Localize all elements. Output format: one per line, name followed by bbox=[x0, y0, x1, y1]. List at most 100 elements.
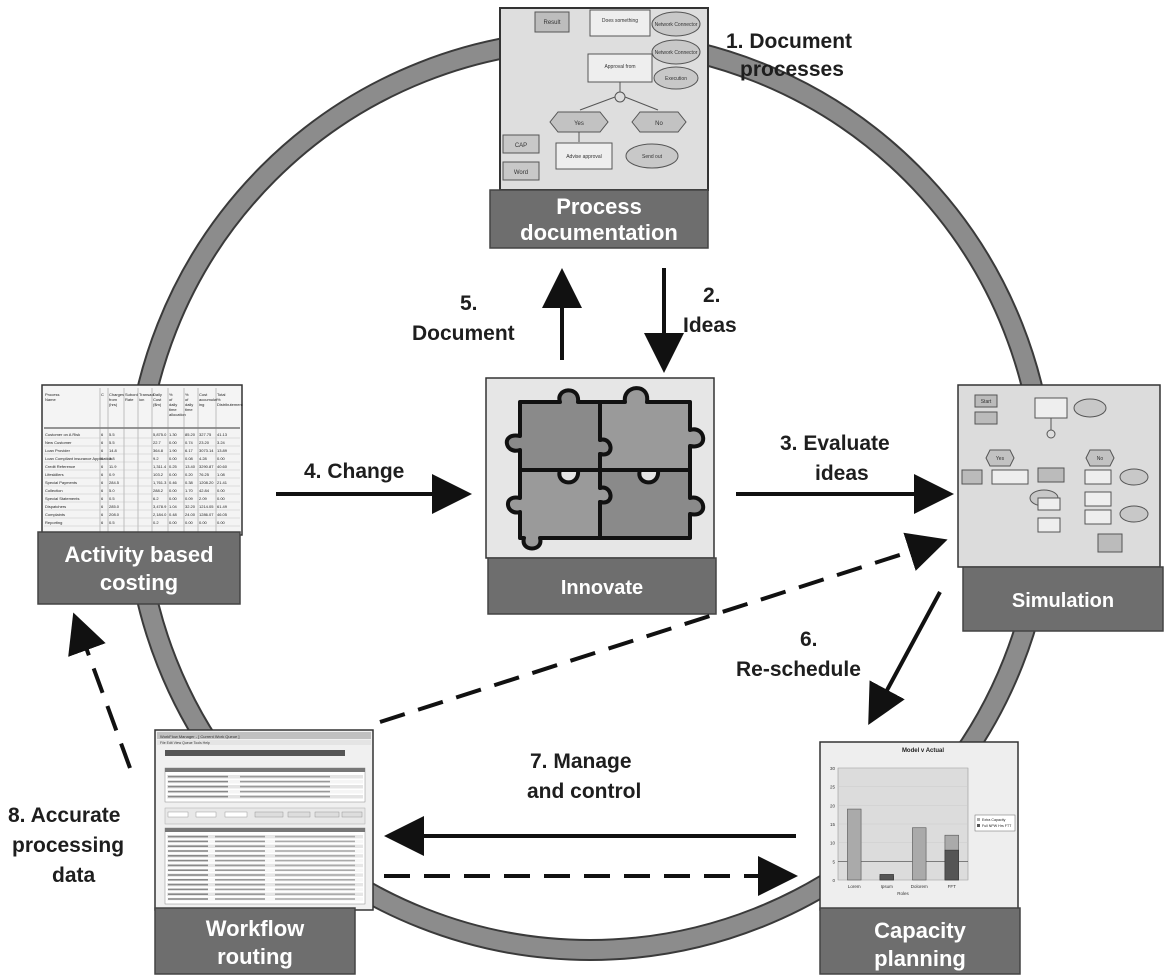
abc-cell: 0.9 bbox=[109, 472, 115, 477]
abc-cell: 6 bbox=[101, 496, 104, 501]
abc-cell: 0.74 bbox=[185, 440, 194, 445]
step-3-line2: ideas bbox=[815, 462, 869, 485]
abc-header-cell: time bbox=[169, 407, 177, 412]
step-8-line1: 8. Accurate bbox=[8, 804, 120, 827]
simulation-node: Start Yes No Simulation bbox=[957, 384, 1164, 632]
chart-x-tick: Ipsum bbox=[881, 884, 894, 889]
abc-cell: 3290.87 bbox=[199, 464, 214, 469]
innovate-node: Innovate bbox=[485, 377, 717, 615]
abc-cell: 1,311.4 bbox=[153, 464, 167, 469]
chart-y-tick: 10 bbox=[830, 841, 836, 846]
step-7-line2: and control bbox=[527, 780, 641, 803]
abc-cell: 0.00 bbox=[217, 496, 226, 501]
abc-header-cell: Daily bbox=[153, 392, 162, 397]
chart-x-tick: Dolorem bbox=[911, 884, 928, 889]
abc-cell: 6 bbox=[101, 448, 104, 453]
step-3-line1: 3. Evaluate bbox=[780, 432, 890, 455]
simulation-flow-shapes: Start Yes No bbox=[961, 394, 1149, 553]
chart-y-tick: 20 bbox=[830, 803, 836, 808]
workflow-row-text bbox=[240, 780, 330, 783]
abc-cell: 1,761.3 bbox=[153, 480, 167, 485]
workflow-row-text bbox=[168, 775, 228, 778]
abc-cell: 5,875.0 bbox=[153, 432, 167, 437]
abc-header-cell: ($m) bbox=[153, 402, 162, 407]
abc-header-cell: % bbox=[169, 392, 173, 397]
svg-text:Does something: Does something bbox=[602, 18, 638, 24]
abc-cell: 5.5 bbox=[109, 432, 115, 437]
workflow-row-text bbox=[215, 835, 265, 838]
abc-cell: 364.8 bbox=[153, 448, 164, 453]
chart-x-tick: FFT bbox=[948, 884, 956, 889]
svg-text:Network Connector: Network Connector bbox=[655, 50, 698, 56]
abc-cell: Collection bbox=[45, 488, 63, 493]
abc-cell: 40.60 bbox=[217, 464, 228, 469]
workflow-row-text bbox=[275, 893, 355, 895]
abc-cell: 0.48 bbox=[169, 512, 178, 517]
abc-cell: 6 bbox=[101, 520, 104, 525]
arrow-dashed-sim bbox=[379, 532, 948, 724]
workflow-row-text bbox=[215, 898, 265, 900]
workflow-row-text bbox=[275, 835, 355, 838]
abc-cell: 13.40 bbox=[185, 464, 196, 469]
step-6-line1: 6. bbox=[800, 628, 818, 651]
abc-cell: 6.17 bbox=[185, 448, 194, 453]
abc-cell: 0.00 bbox=[169, 440, 178, 445]
abc-cell: 6 bbox=[101, 440, 104, 445]
step-2-line2: Ideas bbox=[683, 314, 737, 337]
abc-cell: Special Payments bbox=[45, 480, 77, 485]
abc-header-cell: allocation bbox=[169, 412, 186, 417]
workflow-row-text bbox=[240, 790, 330, 793]
simulation-label-box bbox=[962, 566, 1164, 632]
workflow-window: WorkFlow Manager - [ Current Work Queue … bbox=[157, 732, 371, 905]
workflow-row-text bbox=[275, 855, 355, 857]
step-1-line2: processes bbox=[740, 58, 844, 81]
workflow-row-text bbox=[215, 840, 265, 843]
workflow-row-text bbox=[240, 775, 330, 778]
svg-text:Advise approval: Advise approval bbox=[566, 154, 602, 160]
workflow-row-text bbox=[168, 795, 228, 798]
workflow-row-text bbox=[168, 785, 228, 788]
workflow-row-text bbox=[275, 879, 355, 881]
workflow-row-text bbox=[275, 869, 355, 871]
abc-header-cell: of bbox=[169, 397, 173, 402]
abc-header-cell: Charges bbox=[109, 392, 124, 397]
svg-text:Result: Result bbox=[543, 20, 560, 26]
abc-header-cell: from bbox=[109, 397, 118, 402]
workflow-row-text bbox=[275, 845, 355, 847]
abc-header-cell: accumulat bbox=[199, 397, 218, 402]
svg-text:WorkFlow Manager - [ Current W: WorkFlow Manager - [ Current Work Queue … bbox=[160, 734, 239, 739]
abc-header-cell: % bbox=[185, 392, 189, 397]
abc-cell: 288.2 bbox=[153, 488, 164, 493]
svg-text:File Edit View Queue Tools: File Edit View Queue Tools Help bbox=[160, 741, 210, 745]
arrow-dashed-abc bbox=[68, 612, 132, 769]
abc-cell: Customer on A Risk bbox=[45, 432, 80, 437]
chart-y-tick: 30 bbox=[830, 766, 836, 771]
simulation-label: Simulation bbox=[1012, 590, 1114, 612]
abc-cell: 41.13 bbox=[217, 432, 228, 437]
abc-label-1: Activity based bbox=[64, 542, 213, 567]
workflow-row-text bbox=[168, 883, 208, 886]
step-labels: 1. Document processes 2. Ideas 3. Evalua… bbox=[8, 30, 890, 887]
workflow-row-text bbox=[168, 835, 208, 838]
abc-cell: 6 bbox=[101, 464, 104, 469]
capacity-label-2: planning bbox=[874, 946, 966, 971]
abc-cell: 13.89 bbox=[217, 448, 228, 453]
chart-y-tick: 0 bbox=[832, 878, 835, 883]
abc-cell: 0.38 bbox=[185, 480, 194, 485]
abc-cell: 0.00 bbox=[217, 488, 226, 493]
chart-bar-extra-capacity bbox=[912, 827, 927, 881]
capacity-label-1: Capacity bbox=[874, 918, 966, 943]
abc-header-cell: Transact bbox=[139, 392, 155, 397]
workflow-row-text bbox=[168, 790, 228, 793]
abc-header-cell: time bbox=[185, 407, 193, 412]
abc-label-box bbox=[37, 531, 241, 605]
abc-cell: 2.09 bbox=[199, 496, 208, 501]
svg-text:Yes: Yes bbox=[574, 121, 584, 127]
workflow-row-text bbox=[215, 855, 265, 857]
svg-text:Approval from: Approval from bbox=[604, 64, 635, 70]
abc-cell: 6 bbox=[101, 504, 104, 509]
abc-cell: 6 bbox=[101, 480, 104, 485]
